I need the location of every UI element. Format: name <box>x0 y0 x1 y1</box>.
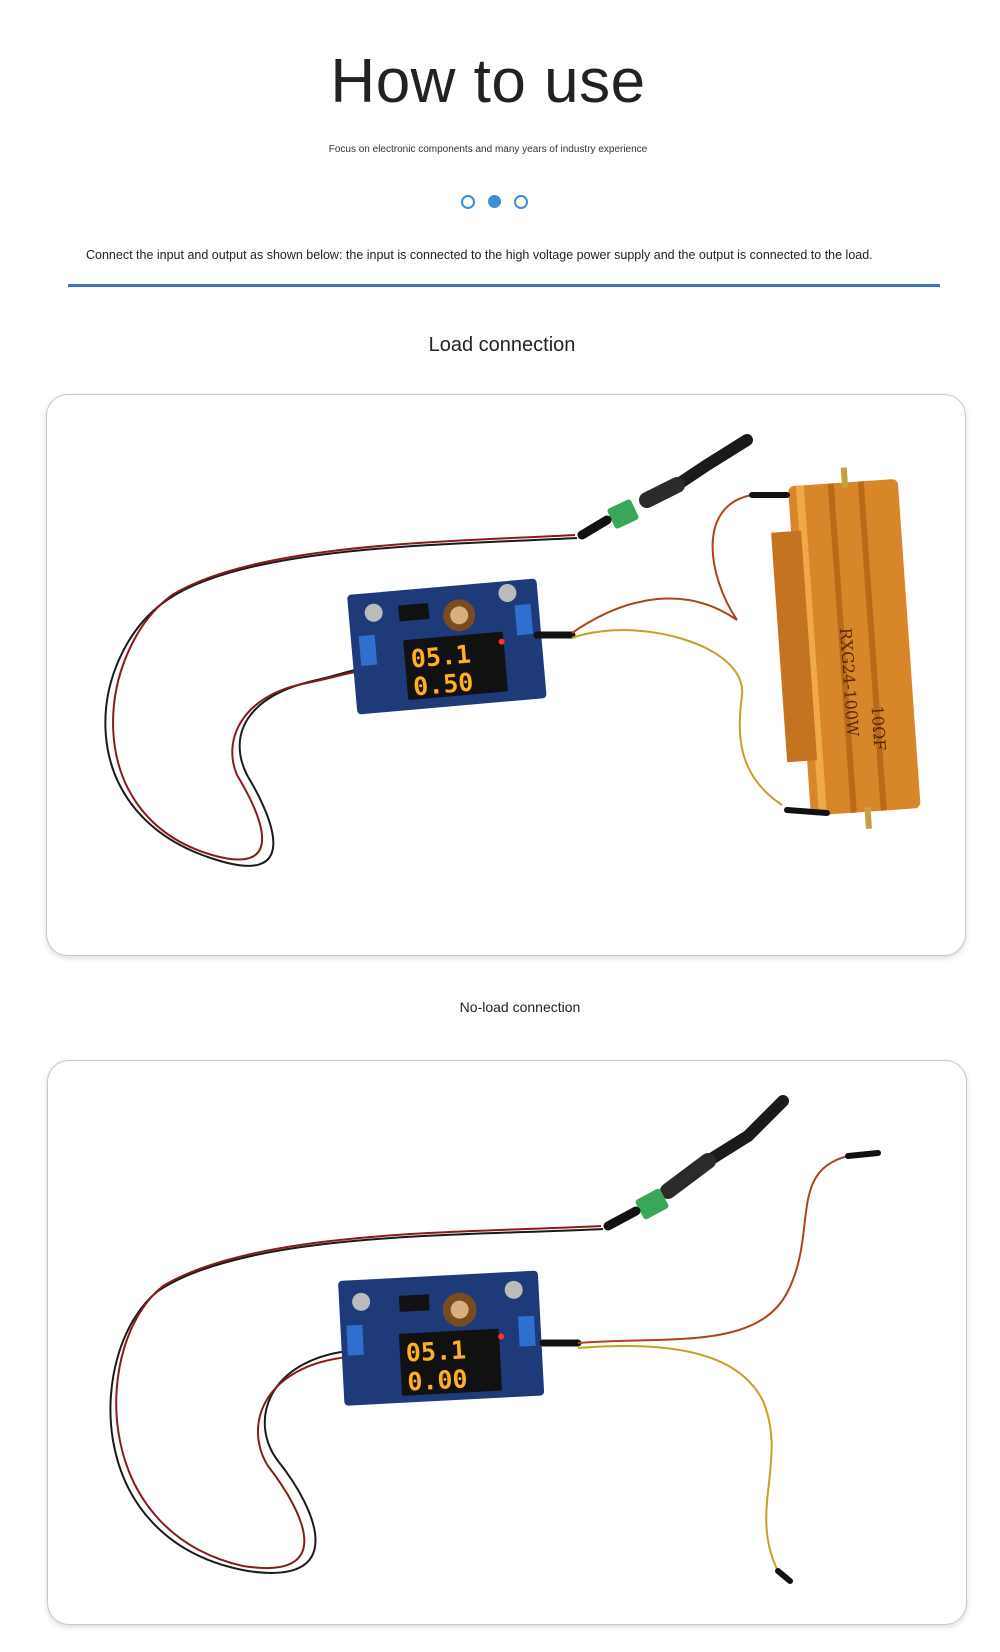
voltage-display: 05.1 <box>410 639 473 673</box>
input-wire-black <box>104 537 578 867</box>
resistor-marking-2: 10ΩF <box>867 705 889 751</box>
buck-converter-board: 05.1 0.00 <box>338 1270 545 1406</box>
no-load-connection-photo: 05.1 0.00 <box>47 1060 967 1625</box>
page-title: How to use <box>330 47 646 116</box>
output-wire-yellow <box>571 629 783 806</box>
carousel-dot-3[interactable] <box>514 195 528 209</box>
intro-text: Connect the input and output as shown be… <box>86 248 873 262</box>
section-title-no-load: No-load connection <box>459 999 581 1015</box>
power-cable <box>671 434 753 491</box>
current-display: 0.00 <box>407 1364 469 1396</box>
input-wire-red <box>115 1225 602 1569</box>
input-connector <box>635 1188 669 1220</box>
input-connector <box>607 499 639 529</box>
input-wire-red <box>112 534 576 861</box>
output-wire-red <box>577 1155 849 1344</box>
page-subtitle: Focus on electronic components and many … <box>328 144 648 155</box>
carousel-indicator <box>461 195 528 209</box>
carousel-dot-2[interactable] <box>488 195 501 208</box>
carousel-dot-1[interactable] <box>461 195 475 209</box>
power-cable <box>702 1095 789 1167</box>
buck-converter-board: 05.1 0.50 <box>347 578 547 715</box>
no-load-connection-illustration: 05.1 0.00 <box>109 1095 881 1584</box>
output-wire-red <box>571 597 738 634</box>
input-wire-black <box>109 1228 604 1574</box>
load-resistor: RXG24-100W 10ΩF <box>771 467 921 829</box>
current-display: 0.50 <box>412 667 475 701</box>
load-connection-photo: 05.1 0.50 RXG24-100W 10ΩF <box>46 394 966 956</box>
voltage-display: 05.1 <box>405 1335 467 1367</box>
section-title-load: Load connection <box>428 334 576 356</box>
load-connection-illustration: 05.1 0.50 RXG24-100W 10ΩF <box>104 434 921 867</box>
divider-rule <box>68 284 940 287</box>
output-wire-yellow <box>577 1345 779 1572</box>
